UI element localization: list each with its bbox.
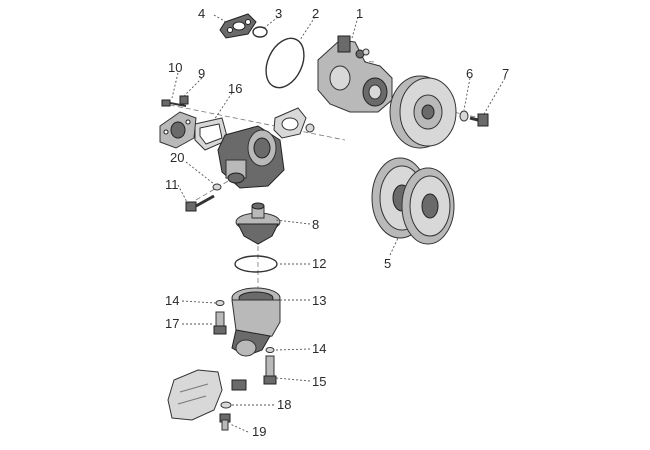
part-18-washer xyxy=(220,401,232,409)
part-6-washer xyxy=(459,110,469,122)
callout-9: 9 xyxy=(198,66,205,81)
callout-16: 17 xyxy=(165,316,179,331)
pulley-assembly xyxy=(389,75,457,149)
callout-4: 4 xyxy=(198,6,205,21)
part-16-bolt xyxy=(213,311,227,335)
part-11-bolt xyxy=(185,194,215,212)
part-4-gasket xyxy=(219,13,257,39)
part-5-pulley-halves xyxy=(371,157,455,245)
callout-14-upper: 14 xyxy=(165,293,179,308)
part-2-large-o-ring xyxy=(265,37,305,89)
callout-8: 8 xyxy=(312,217,319,232)
leader-lines xyxy=(171,14,506,433)
callout-14-lower: 14 xyxy=(312,341,326,356)
part-13-outlet-housing xyxy=(231,287,281,357)
part-7-bolt xyxy=(469,113,489,127)
callout-1: 1 xyxy=(356,6,363,21)
part-3-small-o-ring xyxy=(252,26,268,38)
part-9-flange xyxy=(159,111,197,149)
callout-13: 13 xyxy=(312,293,326,308)
part-12-o-ring xyxy=(234,255,278,273)
callout-18: 18 xyxy=(277,397,291,412)
callout-15: 15 xyxy=(312,374,326,389)
part-19-bolt xyxy=(219,413,231,431)
part-15-bolt xyxy=(263,355,277,385)
callout-3: 3 xyxy=(275,6,282,21)
housing-gasket xyxy=(273,107,315,139)
part-17-gasket xyxy=(194,117,229,151)
callout-20: 20 xyxy=(170,150,184,165)
part-1-pump-housing xyxy=(317,35,393,113)
callout-7: 7 xyxy=(502,66,509,81)
callout-12: 12 xyxy=(312,256,326,271)
heat-shield xyxy=(167,369,247,421)
thermostat-housing xyxy=(217,125,285,189)
part-14-washer-lower xyxy=(265,347,275,353)
part-14-washer-upper xyxy=(215,300,225,306)
part-20-washer xyxy=(212,183,222,191)
callout-6: 6 xyxy=(466,66,473,81)
callout-2: 2 xyxy=(312,6,319,21)
callout-10: 10 xyxy=(168,60,182,75)
callout-labels: 4 3 2 1 10 9 16 6 7 20 11 8 12 5 14 13 1… xyxy=(165,6,509,439)
callout-19: 19 xyxy=(252,424,266,439)
callout-5: 5 xyxy=(384,256,391,271)
callout-17: 16 xyxy=(228,81,242,96)
part-8-thermostat xyxy=(235,202,281,245)
callout-11: 11 xyxy=(165,177,179,192)
part-10-bolts xyxy=(161,95,189,107)
